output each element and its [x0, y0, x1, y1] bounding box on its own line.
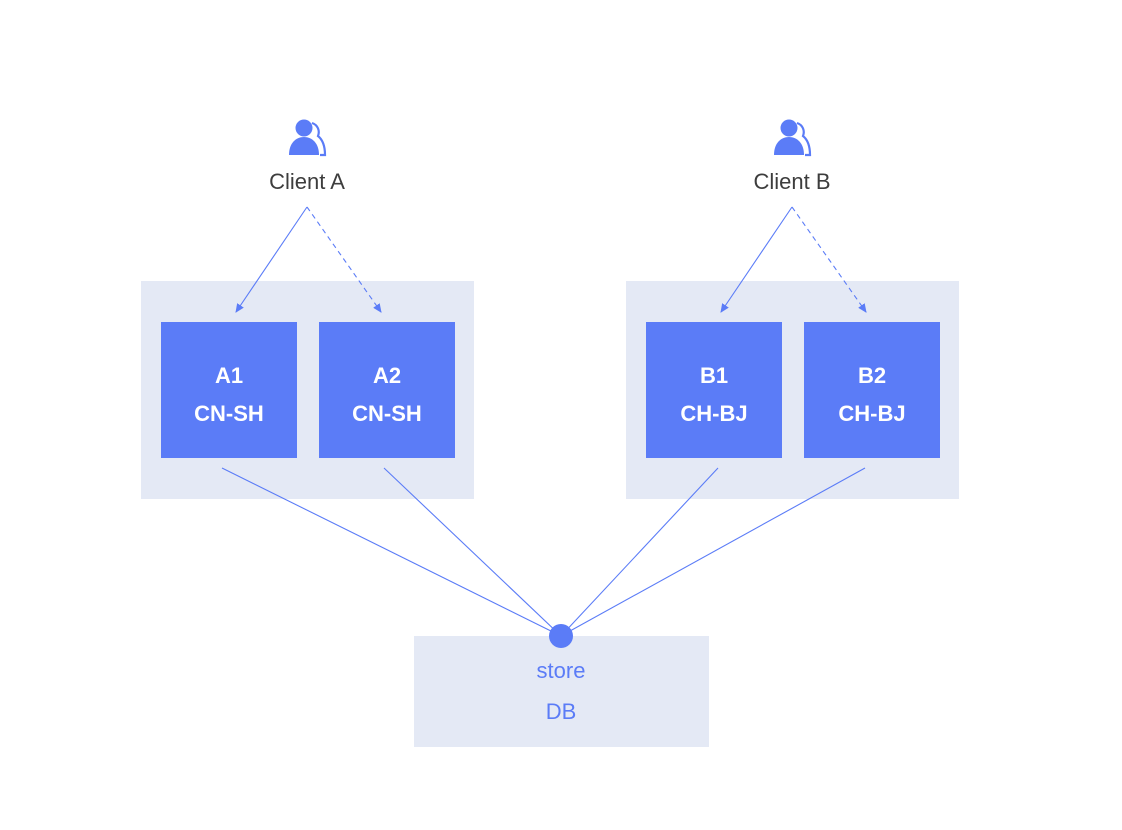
- node-b2-region: CH-BJ: [838, 401, 905, 426]
- edge-b2-to-db: [560, 467, 866, 637]
- node-b2-name: B2: [858, 363, 886, 388]
- edge-client-a-to-a1: [235, 206, 308, 313]
- node-a2-box: [319, 322, 455, 458]
- client-b-label: Client B: [753, 169, 830, 194]
- node-b1-region: CH-BJ: [680, 401, 747, 426]
- client-a-user-icon: [289, 119, 327, 157]
- database-container: [414, 636, 709, 747]
- client-a-label: Client A: [269, 169, 345, 194]
- edge-client-b-to-b2: [791, 206, 867, 313]
- node-a1-region: CN-SH: [194, 401, 264, 426]
- edge-b1-to-db: [560, 467, 719, 637]
- node-a1-name: A1: [215, 363, 243, 388]
- node-a1-box: [161, 322, 297, 458]
- edge-client-b-to-b1: [720, 206, 793, 313]
- db-label-db: DB: [546, 699, 577, 724]
- node-a2-region: CN-SH: [352, 401, 422, 426]
- edge-a1-to-db: [221, 467, 562, 637]
- node-b2: B2 CH-BJ: [804, 322, 940, 458]
- db-label-store: store: [537, 658, 586, 683]
- db-connection-point: [549, 624, 573, 648]
- node-b2-box: [804, 322, 940, 458]
- node-b1-name: B1: [700, 363, 728, 388]
- client-b-user-icon: [774, 119, 812, 157]
- edge-client-a-to-a2: [306, 206, 382, 313]
- node-b1: B1 CH-BJ: [646, 322, 782, 458]
- node-a1: A1 CN-SH: [161, 322, 297, 458]
- node-b1-box: [646, 322, 782, 458]
- edge-a2-to-db: [383, 467, 562, 637]
- node-a2: A2 CN-SH: [319, 322, 455, 458]
- node-a2-name: A2: [373, 363, 401, 388]
